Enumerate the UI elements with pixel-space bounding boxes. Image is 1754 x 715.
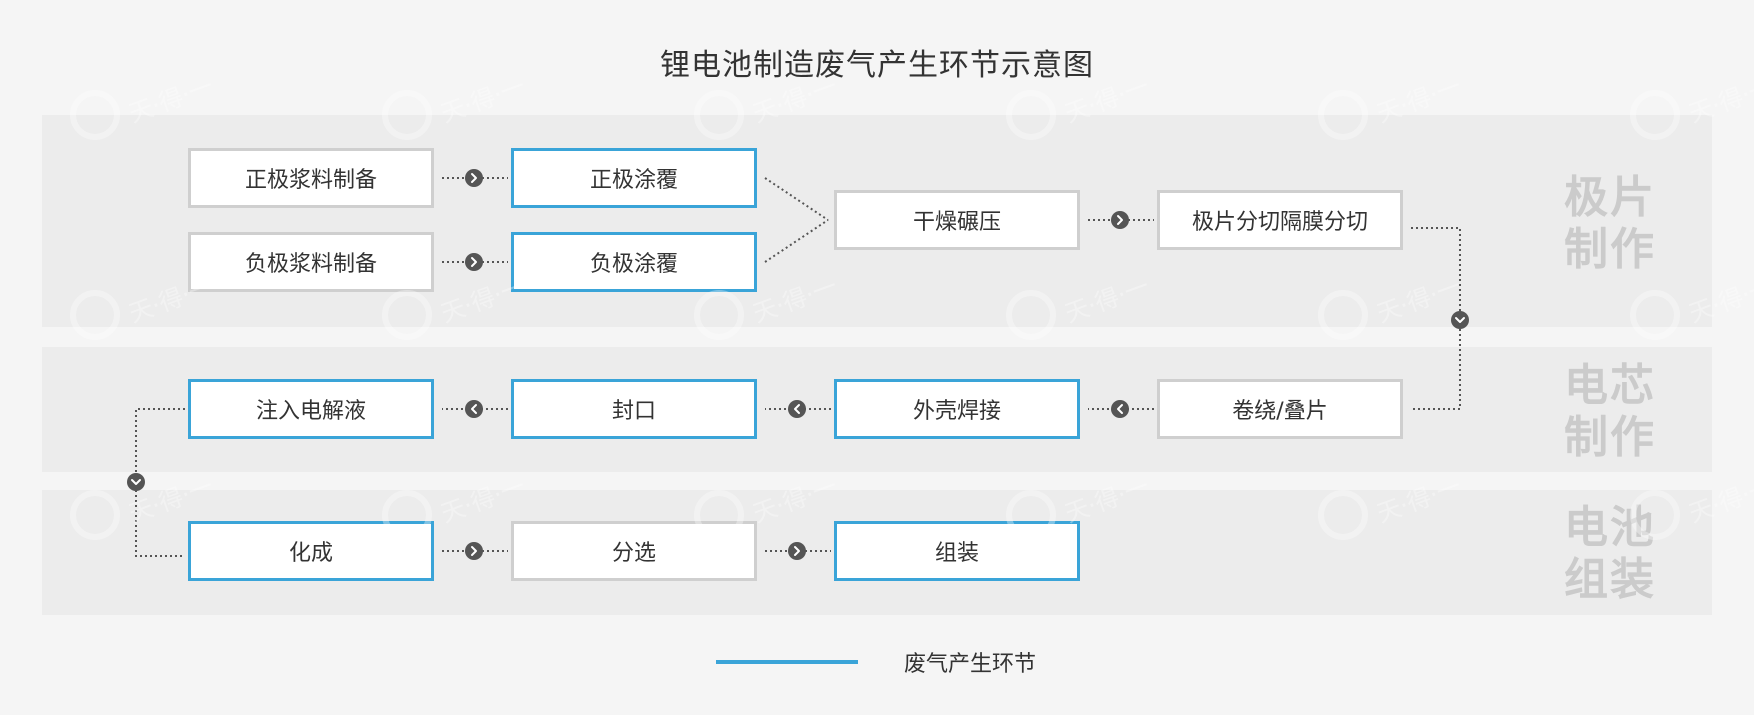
chevron-right-icon (465, 253, 483, 271)
chevron-right-icon (1111, 211, 1129, 229)
chevron-down-icon (1451, 311, 1469, 329)
process-node: 正极浆料制备 (188, 148, 434, 208)
band-label-line-2: 制作 (1564, 412, 1656, 463)
band-label-line-1: 电池 (1564, 502, 1656, 553)
band-label-pack: 电池 组装 (1550, 502, 1670, 606)
process-node: 外壳焊接 (834, 379, 1080, 439)
legend-swatch (716, 660, 858, 664)
process-node: 极片分切隔膜分切 (1157, 190, 1403, 250)
page-title: 锂电池制造废气产生环节示意图 (660, 48, 1094, 83)
process-node: 负极涂覆 (511, 232, 757, 292)
process-node: 干燥碾压 (834, 190, 1080, 250)
process-node: 组装 (834, 521, 1080, 581)
connector-line (764, 177, 829, 221)
connector-line (764, 219, 829, 263)
chevron-right-icon (465, 169, 483, 187)
chevron-right-icon (465, 542, 483, 560)
chevron-down-icon (127, 473, 145, 491)
process-node: 分选 (511, 521, 757, 581)
band-label-cell: 电芯 制作 (1550, 360, 1670, 464)
band-label-line-1: 电芯 (1564, 360, 1656, 411)
process-node: 正极涂覆 (511, 148, 757, 208)
chevron-left-icon (465, 400, 483, 418)
process-node: 化成 (188, 521, 434, 581)
band-label-electrode: 极片 制作 (1550, 172, 1670, 276)
connector-line (135, 408, 185, 557)
chevron-left-icon (1111, 400, 1129, 418)
process-node: 负极浆料制备 (188, 232, 434, 292)
band-label-line-1: 极片 (1564, 172, 1656, 223)
process-node: 注入电解液 (188, 379, 434, 439)
process-node: 封口 (511, 379, 757, 439)
band-label-line-2: 组装 (1564, 554, 1656, 605)
chevron-left-icon (788, 400, 806, 418)
legend-label: 废气产生环节 (904, 652, 1037, 677)
chevron-right-icon (788, 542, 806, 560)
process-node: 卷绕/叠片 (1157, 379, 1403, 439)
band-label-line-2: 制作 (1564, 224, 1656, 275)
